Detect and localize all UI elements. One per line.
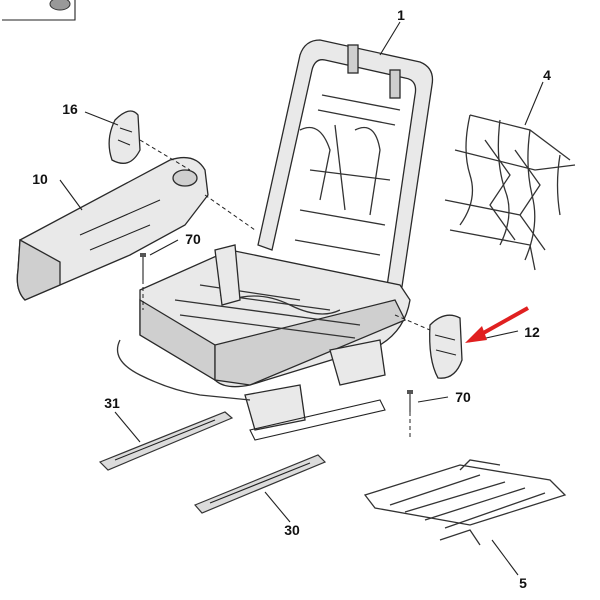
callout-part-1: 1: [397, 7, 405, 23]
callout-part-12: 12: [524, 324, 540, 340]
callout-part-16: 16: [62, 101, 78, 117]
callout-part-30: 30: [284, 522, 300, 538]
callout-part-4: 4: [543, 67, 551, 83]
callout-part-31: 31: [104, 395, 120, 411]
callout-part-10: 10: [32, 171, 48, 187]
screw-part-70-upper: [140, 253, 146, 280]
leader-lines: [59, 21, 544, 576]
rail-part-30: [193, 454, 327, 514]
highlight-arrow: [465, 306, 529, 343]
rail-part-31: [98, 411, 234, 471]
seat-frame-part-1: [116, 39, 434, 441]
callout-part-70-upper: 70: [185, 231, 201, 247]
spring-mat-part-5: [363, 459, 567, 546]
trim-panel-part-10: [16, 156, 209, 301]
callout-part-5: 5: [519, 575, 527, 591]
corner-inset-fragment: [2, 0, 76, 21]
callout-part-70-lower: 70: [455, 389, 471, 405]
side-cap-part-12: [429, 314, 463, 379]
screw-part-70-lower: [407, 390, 413, 412]
spring-mat-part-4: [444, 114, 576, 271]
cover-part-16: [108, 110, 141, 164]
